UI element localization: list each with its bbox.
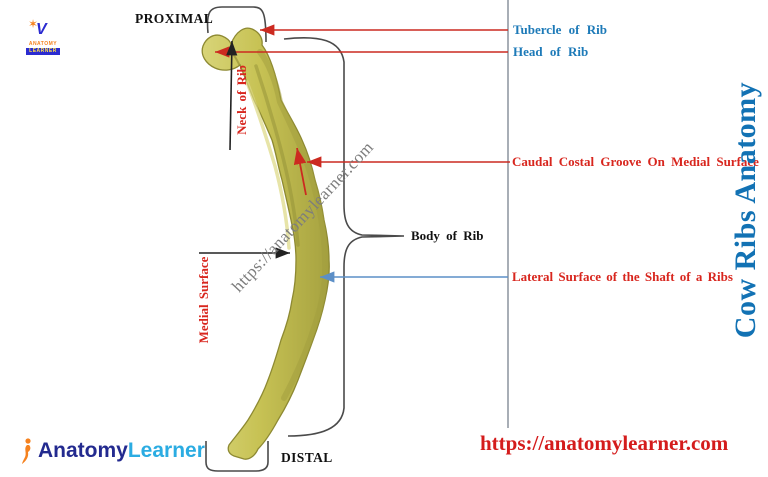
distal-bracket: [205, 441, 269, 472]
bone-highlight-left: [245, 80, 291, 250]
proximal-label: PROXIMAL: [135, 11, 214, 26]
head-of-rib-label: Head of Rib: [513, 44, 589, 59]
lateral-surface-label: Lateral Surface of the Shaft of a Ribs: [512, 269, 733, 284]
corner-logo-line2: LEARNER: [26, 48, 60, 55]
caudal-costal-groove-label: Caudal Costal Groove On Medial Surface: [512, 154, 759, 169]
corner-logo-line1: ANATOMY: [28, 41, 58, 47]
distal-label: DISTAL: [281, 450, 333, 465]
figure-icon: ✶: [28, 17, 39, 31]
body-of-rib-brace: [283, 36, 405, 437]
bone-groove-streak: [254, 64, 300, 247]
proximal-bracket: [206, 6, 267, 43]
medial-surface-label: Medial Surface: [195, 256, 211, 344]
logo-text-learner: Learner: [127, 439, 205, 462]
corner-logo: ✶ V ANATOMY LEARNER: [20, 17, 66, 55]
bone-shading-right: [257, 49, 329, 401]
logo-text-anatomy: Anatomy: [38, 439, 128, 462]
footer-url: https://anatomylearner.com: [480, 431, 729, 455]
tubercle-of-rib-label: Tubercle of Rib: [513, 22, 607, 37]
caudal-groove-direction-arrow: [293, 147, 307, 196]
body-of-rib-label: Body of Rib: [411, 228, 484, 243]
neck-arrow: [226, 40, 238, 151]
logo-mark: V: [36, 21, 47, 38]
runner-icon: [22, 438, 31, 464]
page-title-vertical: Cow Ribs Anatomy: [729, 81, 762, 339]
neck-of-rib-label: Neck of Rib: [233, 65, 249, 135]
